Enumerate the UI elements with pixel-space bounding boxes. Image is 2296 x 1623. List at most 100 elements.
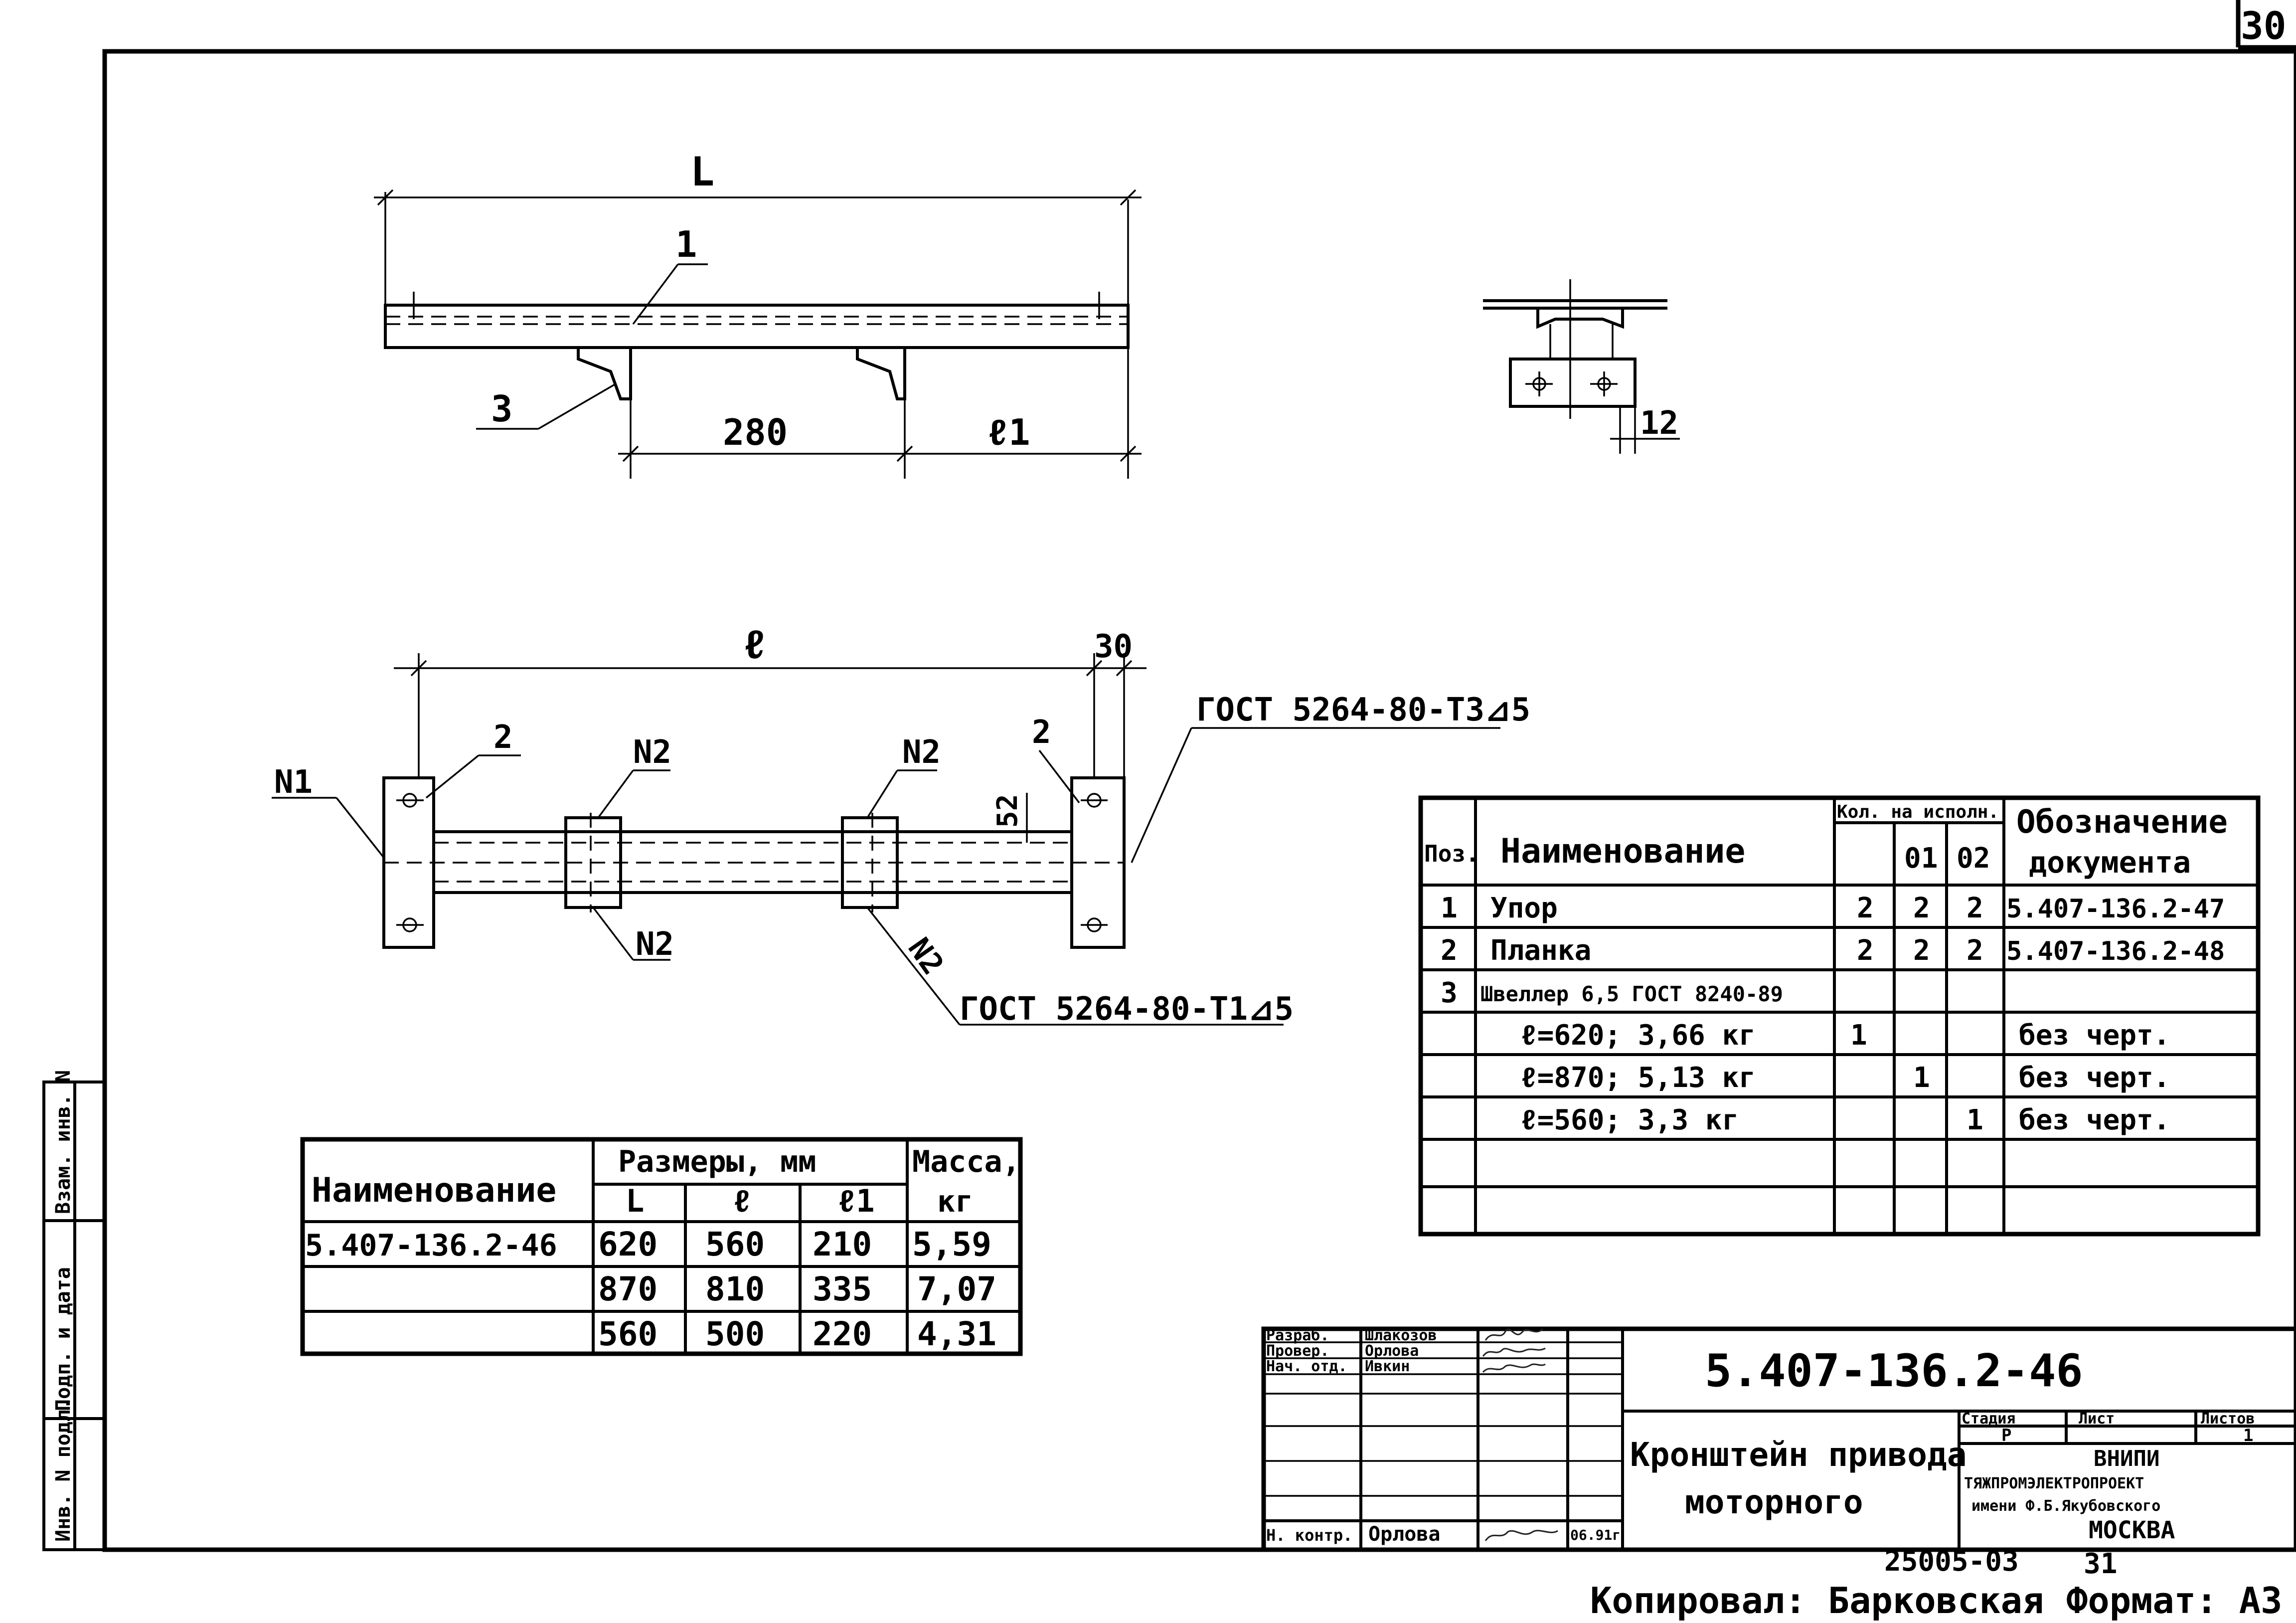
spec-row-2-q1: 2 — [1913, 934, 1930, 967]
spec-header-v2: 02 — [1957, 842, 1990, 875]
size-row-1-name: 5.407-136.2-46 — [305, 1228, 557, 1263]
tb-stage-value: Р — [2001, 1426, 2011, 1445]
pos-1-label: 1 — [675, 223, 697, 265]
spec-row-1-q0: 2 — [1857, 892, 1874, 924]
strip-label-replace: Взам. инв. N — [52, 1070, 75, 1214]
spec-row-2-pos: 2 — [1441, 934, 1458, 967]
n2-label-c: N2 — [636, 926, 674, 963]
size-header-mass2: кг — [937, 1184, 973, 1219]
tb-sheets-header: Листов — [2201, 1410, 2255, 1428]
signature-1 — [1484, 1328, 1544, 1341]
side-view: L 280 ℓ1 1 3 — [374, 149, 1142, 479]
signature-2 — [1482, 1347, 1546, 1357]
tb-role-1: Разраб. — [1266, 1327, 1329, 1344]
dim-12: 12 — [1640, 405, 1678, 442]
n2-label-d: N2 — [901, 931, 951, 981]
dim-l: ℓ — [743, 621, 767, 668]
end-view: 12 — [1483, 279, 1680, 454]
footer: 25005-03 31 Копировал: Барковская Формат… — [1590, 1545, 2282, 1622]
tb-name-7: Орлова — [1368, 1523, 1441, 1546]
size-row-1-L: 620 — [598, 1225, 657, 1263]
tb-org-line1: ВНИПИ — [2094, 1446, 2159, 1471]
spec-row-4-doc: без черт. — [2019, 1019, 2170, 1052]
n1-label: N1 — [274, 764, 313, 801]
n2-label-b: N2 — [902, 734, 941, 771]
spec-row-1-doc: 5.407-136.2-47 — [2006, 894, 2225, 924]
weld-note-bottom: ГОСТ 5264-80-Т1⊿5 — [960, 991, 1294, 1028]
spec-header-doc2: документа — [2029, 845, 2191, 880]
tb-name-2: Орлова — [1365, 1342, 1419, 1360]
tb-org-line4: МОСКВА — [2089, 1516, 2175, 1544]
spec-row-6-doc: без черт. — [2019, 1104, 2170, 1136]
dim-280: 280 — [723, 411, 788, 453]
spec-header-name: Наименование — [1500, 832, 1745, 871]
footer-page: 31 — [2084, 1548, 2117, 1580]
sheet-number: 30 — [2241, 3, 2287, 48]
tb-sheet-header: Лист — [2079, 1410, 2115, 1428]
spec-row-1-pos: 1 — [1441, 892, 1458, 924]
spec-row-1-name: Упор — [1490, 892, 1558, 924]
tb-doc-code: 5.407-136.2-46 — [1705, 1345, 2083, 1397]
spec-header-v1: 01 — [1904, 842, 1938, 875]
footer-order: 25005-03 — [1884, 1545, 2019, 1578]
size-header-name: Наименование — [312, 1171, 556, 1210]
signature-3 — [1482, 1363, 1546, 1373]
title-block: Разраб. Провер. Нач. отд. Н. контр. Шлак… — [1261, 1326, 2296, 1552]
tb-stage-header: Стадия — [1962, 1410, 2015, 1428]
spec-row-5-q1: 1 — [1913, 1062, 1930, 1094]
spec-row-4-q0: 1 — [1850, 1019, 1867, 1052]
sheet-number-box: 30 — [2236, 0, 2296, 50]
pos-2b-label: 2 — [1032, 714, 1051, 751]
signature-4 — [1484, 1530, 1558, 1541]
footer-format: Формат: А3 — [2066, 1580, 2282, 1622]
tb-date: 06.91г — [1570, 1527, 1621, 1543]
size-header-mass1: Масса, — [912, 1144, 1020, 1179]
tb-name-3: Ивкин — [1365, 1358, 1410, 1375]
spec-row-6-name: ℓ=560; 3,3 кг — [1520, 1104, 1739, 1136]
footer-copied: Копировал: Барковская — [1590, 1580, 2044, 1622]
spec-row-1-q1: 2 — [1913, 892, 1930, 924]
size-header-sizes: Размеры, мм — [618, 1144, 816, 1179]
size-table: Наименование Размеры, мм Масса, кг L ℓ ℓ… — [300, 1137, 1023, 1356]
tb-title-line1: Кронштейн привода — [1630, 1436, 1967, 1474]
spec-row-2-q2: 2 — [1967, 934, 1983, 967]
dim-L: L — [690, 149, 714, 195]
size-row-3-L: 560 — [598, 1315, 657, 1353]
spec-row-2-doc: 5.407-136.2-48 — [2006, 936, 2225, 966]
size-row-3-l1: 220 — [813, 1315, 872, 1353]
spec-header-doc1: Обозначение — [2016, 804, 2228, 841]
spec-row-2-name: Планка — [1490, 934, 1591, 967]
tb-name-1: Шлакозов — [1365, 1327, 1437, 1344]
plan-view: ℓ 30 52 N1 2 N2 N2 2 N2 N2 ГОСТ 5264-80-… — [272, 621, 1530, 1028]
size-row-1-l: 560 — [705, 1225, 765, 1263]
spec-row-5-doc: без черт. — [2019, 1062, 2170, 1094]
spec-header-pos: Поз. — [1424, 840, 1479, 867]
tb-org-line3: имени Ф.Б.Якубовского — [1971, 1497, 2160, 1515]
tb-role-7: Н. контр. — [1266, 1526, 1352, 1545]
spec-row-5-name: ℓ=870; 5,13 кг — [1520, 1062, 1756, 1094]
size-row-3-m: 4,31 — [917, 1315, 996, 1353]
spec-header-qty: Кол. на исполн. — [1837, 802, 1999, 822]
strip-label-inv: Инв. N подл. — [52, 1398, 75, 1542]
strip-label-sign: Подп. и дата — [52, 1267, 75, 1411]
size-row-2-m: 7,07 — [917, 1270, 996, 1308]
size-row-2-l1: 335 — [813, 1270, 872, 1308]
spec-row-3-name: Швеллер 6,5 ГОСТ 8240-89 — [1480, 982, 1783, 1006]
spec-row-4-name: ℓ=620; 3,66 кг — [1520, 1019, 1756, 1052]
pos-2a-label: 2 — [493, 719, 513, 756]
spec-row-6-q2: 1 — [1967, 1104, 1983, 1136]
size-header-L: L — [626, 1183, 644, 1219]
n2-label-a: N2 — [633, 734, 671, 771]
spec-row-2-q0: 2 — [1857, 934, 1874, 967]
weld-note-top: ГОСТ 5264-80-Т3⊿5 — [1196, 692, 1530, 728]
dim-52: 52 — [991, 794, 1024, 828]
spec-row-3-pos: 3 — [1441, 977, 1458, 1009]
left-strip: Инв. N подл. Подп. и дата Взам. инв. N — [42, 1070, 106, 1551]
size-row-1-l1: 210 — [813, 1225, 872, 1263]
size-row-3-l: 500 — [705, 1315, 765, 1353]
size-header-l: ℓ — [733, 1183, 751, 1219]
size-row-2-L: 870 — [598, 1270, 657, 1308]
tb-role-2: Провер. — [1266, 1342, 1329, 1360]
tb-role-3: Нач. отд. — [1266, 1358, 1347, 1375]
